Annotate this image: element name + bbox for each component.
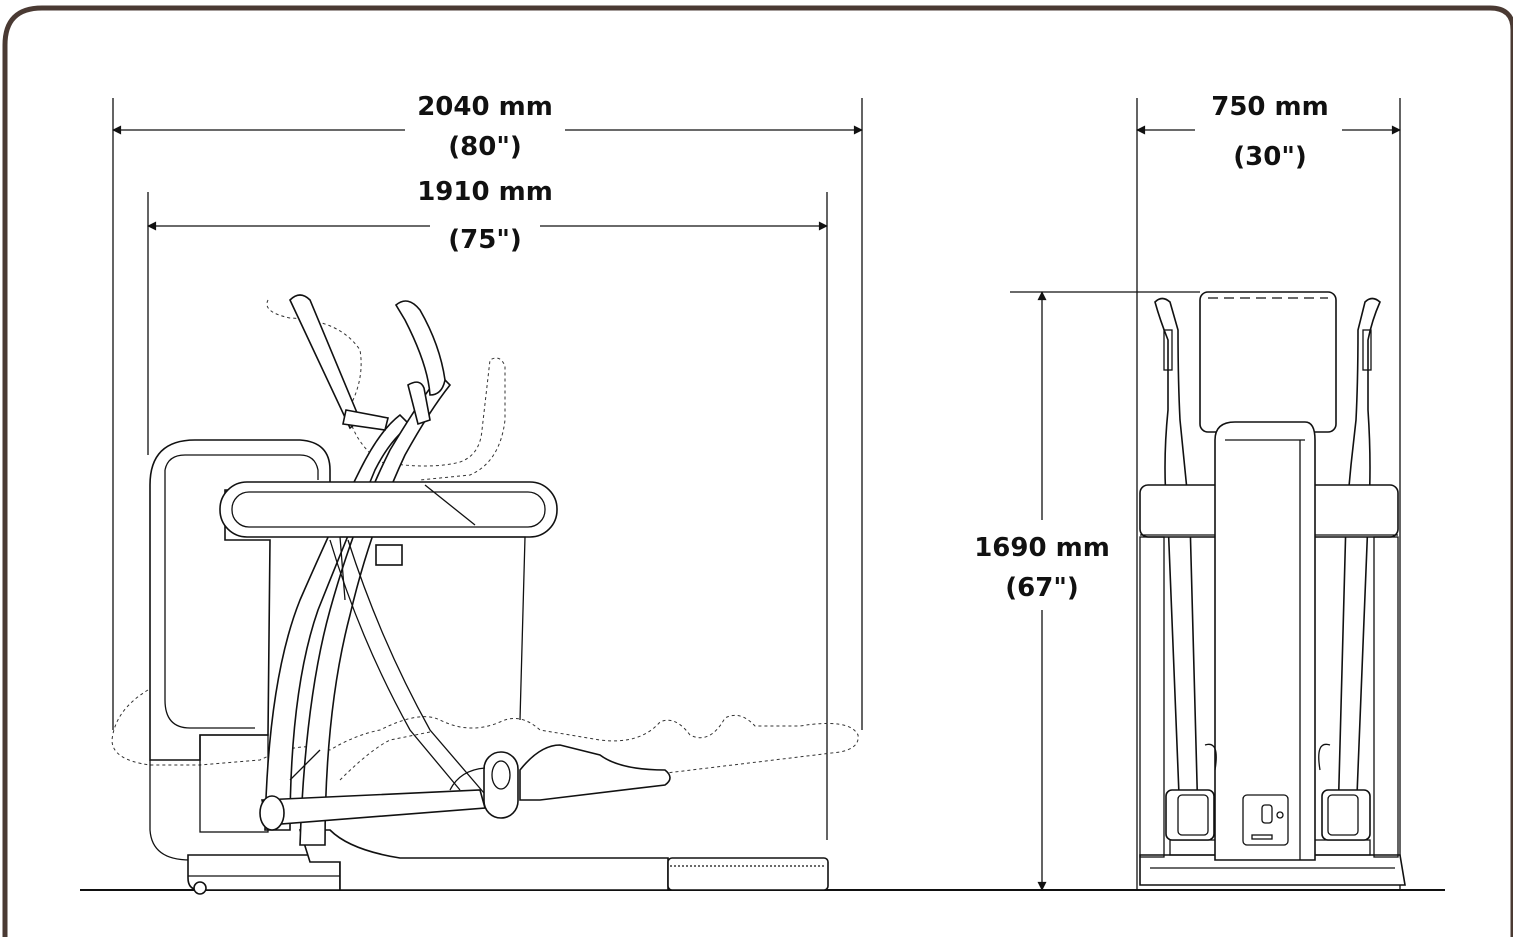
dimension-height-mm: 1690 mm — [974, 533, 1110, 563]
dimension-total-length-inch: (80") — [448, 132, 522, 162]
dimension-track-length-inch: (75") — [448, 225, 522, 255]
dimension-total-length-mm: 2040 mm — [417, 92, 553, 122]
dimension-height-inch: (67") — [1005, 573, 1079, 603]
dimension-front-width-inch: (30") — [1233, 142, 1307, 172]
dimension-total-length: 2040 mm (80") — [112, 92, 863, 730]
dimension-height: 1690 mm (67") — [974, 291, 1200, 891]
dimension-front-width: 750 mm (30") — [1136, 92, 1401, 890]
dimension-track-length: 1910 mm (75") — [147, 177, 828, 840]
drawing-border — [2, 5, 1513, 937]
dimension-front-width-mm: 750 mm — [1211, 92, 1329, 122]
elliptical-front-view — [1139, 291, 1406, 886]
dimension-track-length-mm: 1910 mm — [417, 177, 553, 207]
elliptical-side-view — [111, 294, 859, 895]
